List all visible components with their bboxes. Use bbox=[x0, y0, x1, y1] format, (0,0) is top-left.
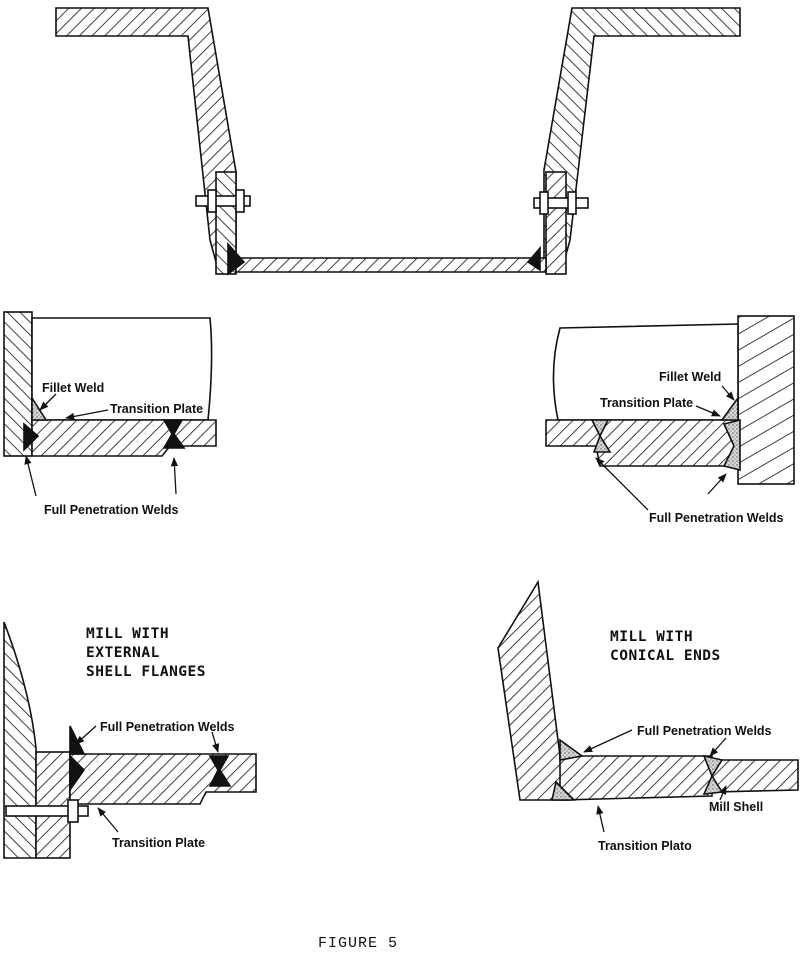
head-wall bbox=[737, 315, 795, 485]
label-transition-plate: Transition Plato bbox=[598, 839, 692, 853]
head-wall bbox=[3, 621, 37, 859]
label-fillet-weld: Fillet Weld bbox=[42, 381, 104, 395]
label-mill-shell: Mill Shell bbox=[709, 800, 763, 814]
panel-top-right-labels: Fillet Weld Transition Plate Full Penetr… bbox=[595, 370, 784, 525]
right-head-arm bbox=[543, 7, 741, 263]
external-flange bbox=[35, 751, 71, 859]
transition-plate bbox=[31, 419, 217, 457]
label-transition-plate: Transition Plate bbox=[112, 836, 205, 850]
penetration-weld-bottom bbox=[551, 780, 576, 801]
penetration-weld-right bbox=[208, 755, 232, 787]
right-flange bbox=[545, 171, 567, 275]
panel-bottom-right-labels: MILL WITH CONICAL ENDS Full Penetration … bbox=[583, 629, 772, 853]
figure-caption: FIGURE 5 bbox=[318, 935, 398, 952]
penetration-weld-left bbox=[69, 725, 86, 755]
heading-line-1: MILL WITH bbox=[86, 626, 169, 642]
fillet-weld bbox=[720, 395, 739, 421]
panel-bottom-left-labels: MILL WITH EXTERNAL SHELL FLANGES Full Pe… bbox=[75, 626, 235, 850]
panel-top-right bbox=[545, 315, 795, 485]
mill-cross-section bbox=[55, 7, 741, 276]
penetration-weld-corner bbox=[559, 738, 584, 761]
left-head-arm bbox=[55, 7, 237, 263]
penetration-weld-left bbox=[23, 422, 40, 452]
panel-bottom-right bbox=[497, 579, 799, 801]
label-full-penetration-welds: Full Penetration Welds bbox=[100, 720, 235, 734]
label-transition-plate: Transition Plate bbox=[600, 396, 693, 410]
transition-plate bbox=[545, 419, 739, 467]
heading-line-2: EXTERNAL bbox=[86, 645, 160, 661]
panel-top-left bbox=[3, 311, 217, 457]
penetration-weld-mid bbox=[69, 754, 86, 793]
label-fillet-weld: Fillet Weld bbox=[659, 370, 721, 384]
label-full-penetration-welds: Full Penetration Welds bbox=[44, 503, 179, 517]
left-bolt bbox=[195, 189, 251, 213]
flange-bolt bbox=[5, 799, 89, 823]
penetration-weld-right bbox=[162, 419, 186, 449]
mill-shell-plate bbox=[235, 257, 547, 273]
heading-line-2: CONICAL ENDS bbox=[610, 648, 721, 664]
left-corner-weld bbox=[227, 241, 246, 276]
heading-line-1: MILL WITH bbox=[610, 629, 693, 645]
penetration-weld-right bbox=[722, 418, 741, 472]
label-full-penetration-welds: Full Penetration Welds bbox=[649, 511, 784, 525]
right-bolt bbox=[533, 191, 589, 215]
heading-line-3: SHELL FLANGES bbox=[86, 664, 206, 680]
fillet-weld bbox=[31, 395, 48, 421]
transition-plate bbox=[559, 755, 713, 801]
panel-top-left-labels: Fillet Weld Transition Plate Full Penetr… bbox=[24, 381, 203, 517]
right-corner-weld bbox=[526, 245, 541, 272]
label-transition-plate: Transition Plate bbox=[110, 402, 203, 416]
penetration-weld-left bbox=[590, 419, 612, 453]
transition-plate bbox=[69, 753, 257, 805]
label-full-penetration-welds: Full Penetration Welds bbox=[637, 724, 772, 738]
